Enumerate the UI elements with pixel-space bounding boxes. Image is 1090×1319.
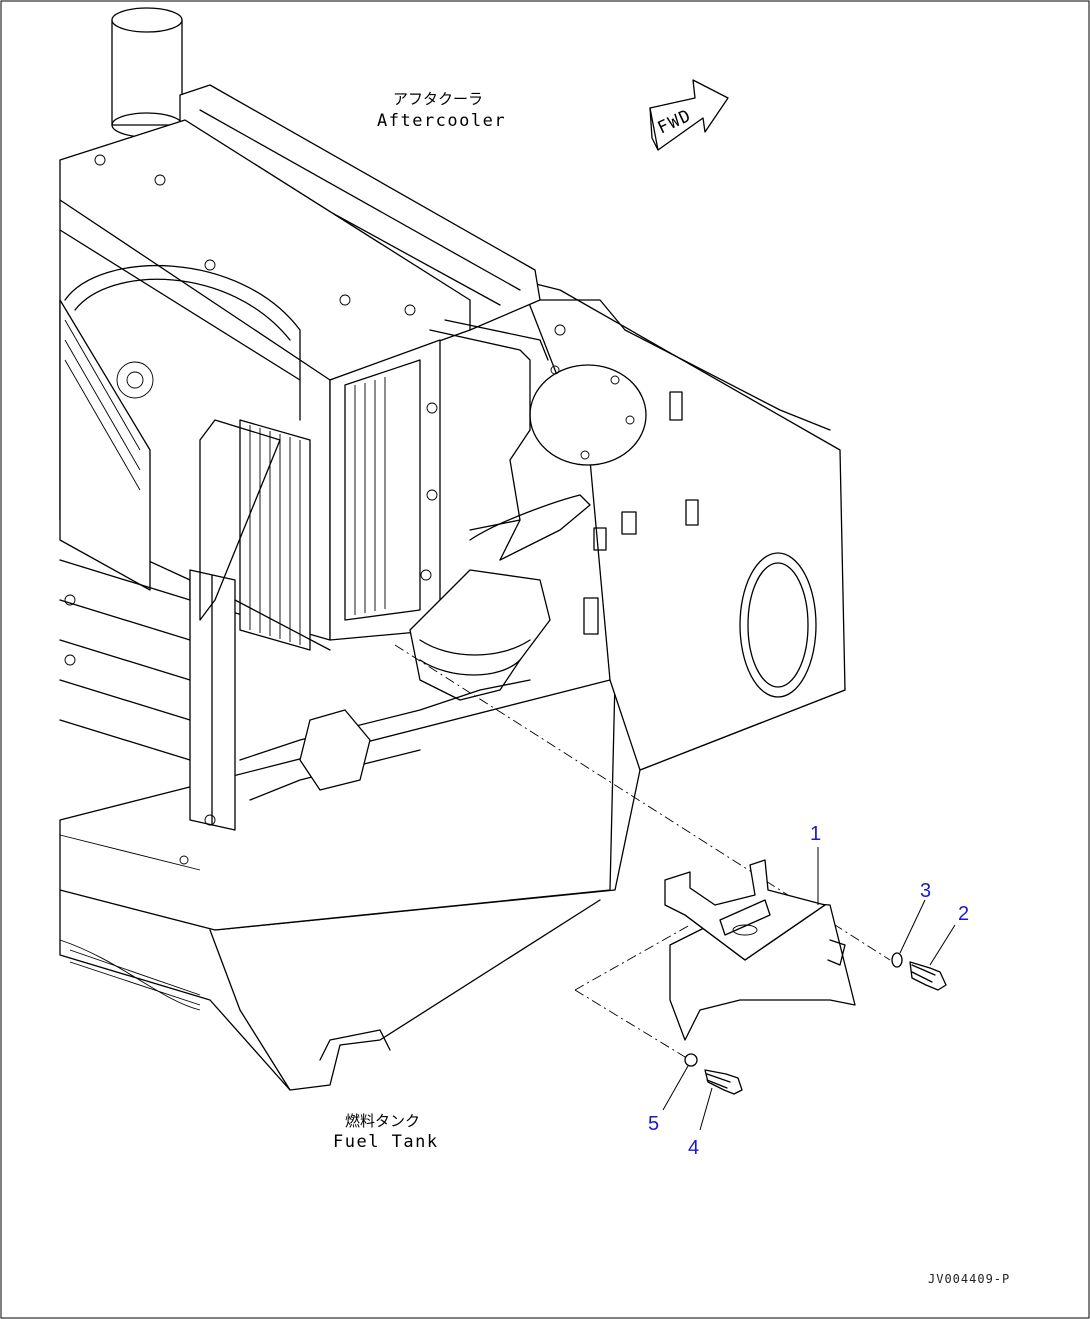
callout-3: 3 (920, 880, 931, 902)
aftercooler-label-jp: アフタクーラ (393, 90, 483, 108)
callout-2: 2 (958, 903, 969, 925)
part-2-bolt (909, 961, 947, 991)
part-1-cover-bracket (664, 859, 856, 1041)
callout-4: 4 (688, 1137, 699, 1159)
part-3-washer (891, 952, 903, 968)
part-4-bolt (704, 1069, 743, 1095)
aftercooler-label-en: Aftercooler (377, 111, 506, 131)
fuel-tank-label-jp: 燃料タンク (345, 1112, 420, 1130)
aftercooler-illustration (59, 7, 591, 865)
drawing-code: JV004409-P (928, 1272, 1010, 1286)
part-5-washer (684, 1053, 698, 1067)
callout-leaders (662, 847, 956, 1131)
fwd-arrow-icon: FWD (649, 79, 729, 151)
callout-5: 5 (648, 1113, 659, 1135)
fuel-tank-label-en: Fuel Tank (333, 1132, 439, 1152)
fuel-tank-illustration (59, 279, 846, 1091)
callout-1: 1 (810, 823, 821, 845)
